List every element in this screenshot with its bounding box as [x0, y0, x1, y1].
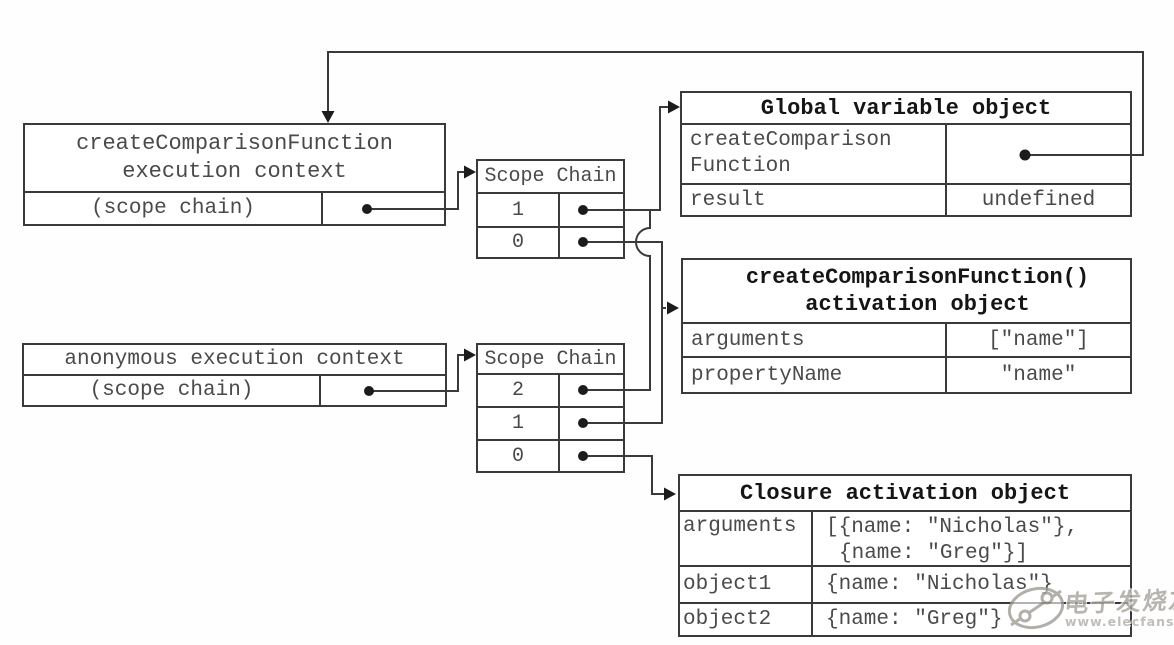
global-object-function-pointer-cell: [947, 125, 1130, 183]
watermark-url-text: www.elecfans.com: [1065, 614, 1174, 629]
arrowhead-into-global-object: [668, 100, 680, 114]
closure-object-arguments-key: arguments: [680, 512, 813, 565]
closure-object-object1-key: object1: [680, 567, 813, 602]
arrowhead-into-scope-chain-2: [464, 348, 476, 362]
exec-context-1-box: createComparisonFunction execution conte…: [23, 123, 446, 226]
arrowhead-into-closure-object: [664, 487, 676, 501]
exec-context-2-box: anonymous execution context (scope chain…: [22, 343, 447, 407]
arrowhead-down-into-exec-context-1: [321, 111, 335, 123]
activation-object-header-line1: createComparisonFunction(): [745, 265, 1090, 290]
exec-context-1-title-line1: createComparisonFunction: [76, 131, 393, 156]
global-object-key-line1: createComparison: [690, 129, 892, 152]
scope-chain-2-row-1: 1: [478, 408, 560, 439]
activation-object-propertyname-key: propertyName: [683, 358, 947, 392]
closure-object-header: Closure activation object: [739, 480, 1071, 506]
global-object-result-key: result: [682, 185, 947, 215]
scope-chain-1-table: Scope Chain 1 0: [476, 159, 625, 259]
global-object-key-line2: Function: [690, 155, 791, 178]
watermark: 电子发烧友 www.elecfans.com: [1003, 576, 1174, 642]
elecfans-logo-icon: [1007, 586, 1065, 630]
exec-context-2-scope-chain-label: (scope chain): [24, 376, 321, 405]
exec-context-2-pointer-cell: [321, 376, 445, 405]
closure-object-object2-key: object2: [680, 604, 813, 635]
closure-object-table: Closure activation object arguments [{na…: [678, 474, 1132, 637]
exec-context-1-scope-chain-label: (scope chain): [25, 193, 323, 224]
scope-chain-2-table: Scope Chain 2 1 0: [476, 343, 625, 473]
activation-object-propertyname-value: "name": [1000, 363, 1077, 387]
activation-object-arguments-key: arguments: [683, 324, 947, 356]
exec-context-1-title-line2: execution context: [122, 159, 347, 184]
closure-object-object2-value: {name: "Greg"}: [826, 608, 1003, 631]
scope-chain-2-header: Scope Chain: [484, 347, 617, 371]
exec-context-1-pointer-cell: [323, 193, 444, 224]
global-variable-object-table: Global variable object createComparison …: [680, 91, 1132, 217]
closure-object-object1-value: {name: "Nicholas"}: [826, 573, 1053, 596]
activation-object-arguments-value: ["name"]: [988, 328, 1089, 352]
activation-object-table: createComparisonFunction() activation ob…: [681, 258, 1132, 394]
scope-chain-2-row-2: 2: [478, 375, 560, 406]
global-object-header: Global variable object: [760, 95, 1052, 121]
scope-chain-2-row-0: 0: [478, 441, 560, 471]
scope-chain-1-header: Scope Chain: [484, 165, 617, 188]
closure-object-arguments-value-line1: [{name: "Nicholas"},: [826, 516, 1079, 539]
scope-chain-1-row-1: 1: [478, 194, 560, 226]
scope-chain-1-row-0: 0: [478, 228, 560, 257]
exec-context-2-title: anonymous execution context: [64, 348, 405, 371]
arrowhead-into-activation-object: [667, 301, 679, 315]
activation-object-header-line2: activation object: [805, 292, 1030, 317]
global-object-result-value: undefined: [981, 188, 1096, 212]
closure-object-arguments-value-line2: {name: "Greg"}]: [839, 542, 1029, 565]
arrowhead-into-scope-chain-1: [464, 165, 476, 179]
